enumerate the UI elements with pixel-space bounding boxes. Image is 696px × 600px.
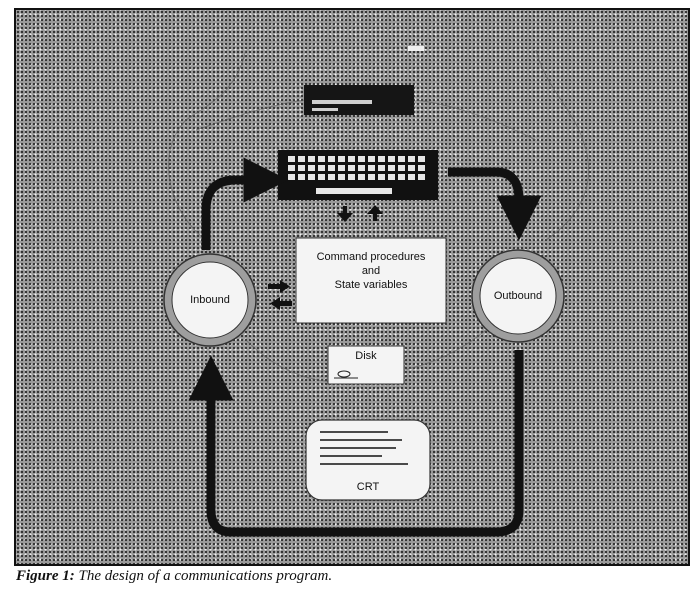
keyboard-key	[408, 165, 415, 171]
keyboard-key	[368, 165, 375, 171]
keyboard-key	[358, 156, 365, 162]
keyboard-key	[348, 174, 355, 180]
inbound-command-arrows	[268, 280, 292, 310]
faint-connection-lines	[168, 49, 590, 383]
keyboard-key	[378, 156, 385, 162]
terminal-keyboard-icon	[278, 150, 438, 200]
outbound-label: Outbound	[493, 290, 543, 302]
keyboard-key	[408, 156, 415, 162]
keyboard-key	[408, 174, 415, 180]
figure-caption: Figure 1: The design of a communications…	[16, 568, 332, 585]
keyboard-key	[368, 174, 375, 180]
inbound-label: Inbound	[190, 294, 230, 306]
keyboard-key	[418, 156, 425, 162]
keyboard-key	[388, 165, 395, 171]
keyboard-key	[298, 174, 305, 180]
crt-label: CRT	[356, 481, 380, 493]
inbound-node	[163, 253, 257, 347]
keyboard-key	[318, 174, 325, 180]
keyboard-key	[378, 165, 385, 171]
keyboard-key	[288, 174, 295, 180]
keyboard-key	[418, 165, 425, 171]
keyboard-key	[398, 165, 405, 171]
keyboard-key	[348, 165, 355, 171]
keyboard-key	[358, 174, 365, 180]
keyboard-key	[348, 156, 355, 162]
keyboard-key	[308, 156, 315, 162]
disk-node	[327, 345, 405, 385]
figure-label: Figure 1:	[16, 568, 75, 584]
modem-icon	[304, 46, 424, 115]
disk-drive-icon	[334, 370, 358, 379]
keyboard-key	[318, 156, 325, 162]
keyboard-key	[358, 165, 365, 171]
keyboard-key	[398, 174, 405, 180]
keyboard-key	[288, 156, 295, 162]
caption-text: The design of a communications program.	[74, 568, 333, 584]
keyboard-key	[388, 156, 395, 162]
keyboard-key	[328, 165, 335, 171]
keyboard-key	[418, 174, 425, 180]
keyboard-key	[298, 165, 305, 171]
keyboard-key	[328, 174, 335, 180]
keyboard-key	[298, 156, 305, 162]
command-box-label: Command procedures and State variables	[296, 250, 446, 292]
keyboard-key	[328, 156, 335, 162]
keyboard-key	[308, 174, 315, 180]
data-flow-arrows	[188, 157, 542, 537]
disk-label: Disk	[355, 350, 377, 362]
command-box	[295, 237, 447, 324]
diagram-canvas	[163, 46, 590, 537]
command-label-line3: State variables	[334, 279, 408, 291]
keyboard-key	[378, 174, 385, 180]
keyboard-key	[368, 156, 375, 162]
command-label-line1: Command procedures	[316, 251, 426, 263]
keyboard-key	[398, 156, 405, 162]
keyboard-keys	[288, 156, 425, 180]
terminal-command-arrows	[337, 205, 383, 222]
keyboard-key	[338, 165, 345, 171]
keyboard-key	[388, 174, 395, 180]
command-label-line2: and	[361, 265, 381, 277]
keyboard-key	[308, 165, 315, 171]
keyboard-key	[288, 165, 295, 171]
crt-screen-icon	[320, 431, 408, 465]
crt-node	[305, 419, 431, 501]
keyboard-key	[338, 156, 345, 162]
keyboard-key	[318, 165, 325, 171]
outbound-node	[471, 249, 565, 343]
figure-panel: Command procedures and State variables I…	[14, 8, 690, 566]
keyboard-key	[338, 174, 345, 180]
